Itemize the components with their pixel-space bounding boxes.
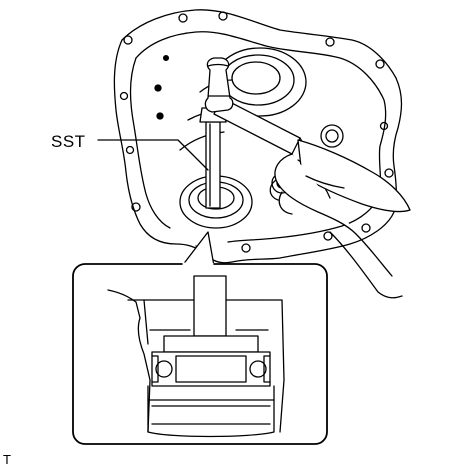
sst-leader-line — [97, 139, 209, 171]
inset-bearing-seal-left — [151, 355, 159, 383]
hammer-head — [204, 57, 234, 113]
upper-right-boss-inner — [325, 129, 339, 143]
inset-sst-collar — [163, 335, 259, 353]
sleeve-line — [329, 231, 403, 299]
inset-sst-shaft — [193, 275, 227, 337]
sst-tool — [199, 107, 227, 209]
arm-upper — [297, 139, 411, 213]
finger-1 — [269, 179, 279, 201]
inset-case-right — [261, 299, 285, 433]
inset-bearing-ball-right — [249, 360, 267, 378]
inset-bore — [147, 385, 275, 438]
upper-right-boss-outer — [320, 124, 344, 148]
wrist-line — [305, 175, 345, 189]
inset-bearing-seal-right — [263, 355, 271, 383]
hand-and-arm — [269, 139, 411, 299]
inset-callout-wedge — [181, 231, 215, 267]
housing-flange-left — [129, 57, 171, 229]
inset-case-left — [107, 289, 151, 433]
hammer-face-top — [207, 63, 229, 67]
detail-inset — [72, 231, 328, 445]
finger-2 — [278, 191, 293, 215]
rim-bolt-holes — [119, 11, 394, 253]
inset-bearing-ball-left — [155, 360, 173, 378]
hand — [274, 153, 393, 277]
sst-label: SST — [51, 132, 86, 151]
upper-bore-inner — [231, 61, 281, 95]
housing-flange — [135, 31, 387, 243]
inset-bearing-inner-race — [175, 355, 247, 383]
corner-mark: T — [3, 452, 11, 467]
dowel-holes — [154, 54, 170, 120]
sst-shaft — [205, 121, 221, 209]
